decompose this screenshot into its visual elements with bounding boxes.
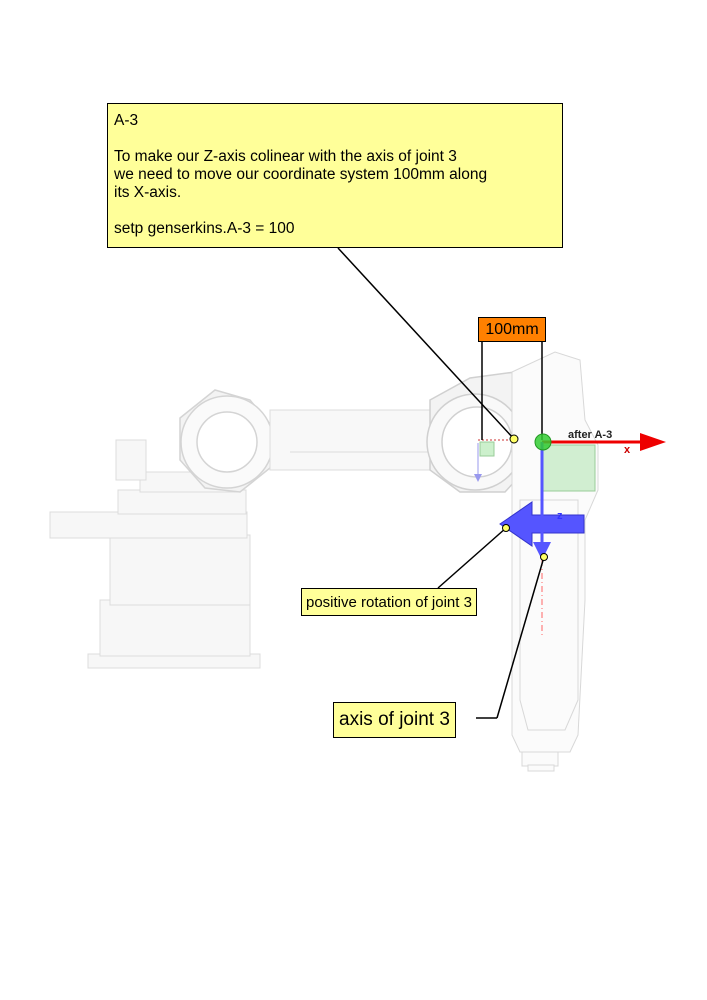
note-line-3: its X-axis.: [114, 184, 182, 201]
axis-leader-diagonal: [496, 556, 545, 719]
z-axis-arrowhead: [533, 542, 551, 560]
old-origin-marker: [509, 434, 519, 444]
forearm-link: [511, 351, 599, 772]
old-z-arrowhead: [474, 474, 482, 482]
upper-arm-link: [269, 409, 441, 471]
note-leader-line: [337, 247, 515, 440]
rotation-marker: [502, 524, 510, 532]
note-command: setp genserkins.A-3 = 100: [114, 220, 295, 237]
note-line-1: To make our Z-axis colinear with the axi…: [114, 148, 457, 165]
axis-callout: axis of joint 3: [333, 702, 456, 738]
elbow-joint: [426, 371, 531, 493]
z-axis-label: z: [557, 510, 563, 522]
new-origin-marker: [534, 433, 552, 451]
dimension-label: 100mm: [478, 317, 546, 342]
axis-marker: [540, 553, 548, 561]
note-title: A-3: [114, 112, 139, 129]
shoulder-joint: [179, 389, 276, 493]
rotation-callout: positive rotation of joint 3: [301, 588, 477, 616]
offset-highlight-box: [542, 444, 596, 492]
x-axis-label: x: [624, 444, 631, 456]
reference-square: [479, 441, 495, 457]
note-line-2: we need to move our coordinate system 10…: [114, 166, 488, 183]
x-axis-arrowhead: [640, 433, 666, 451]
explanation-note: A-3 To make our Z-axis colinear with the…: [107, 103, 563, 248]
rotation-leader-line: [437, 527, 507, 589]
frame-after-label: after A-3: [568, 429, 613, 441]
